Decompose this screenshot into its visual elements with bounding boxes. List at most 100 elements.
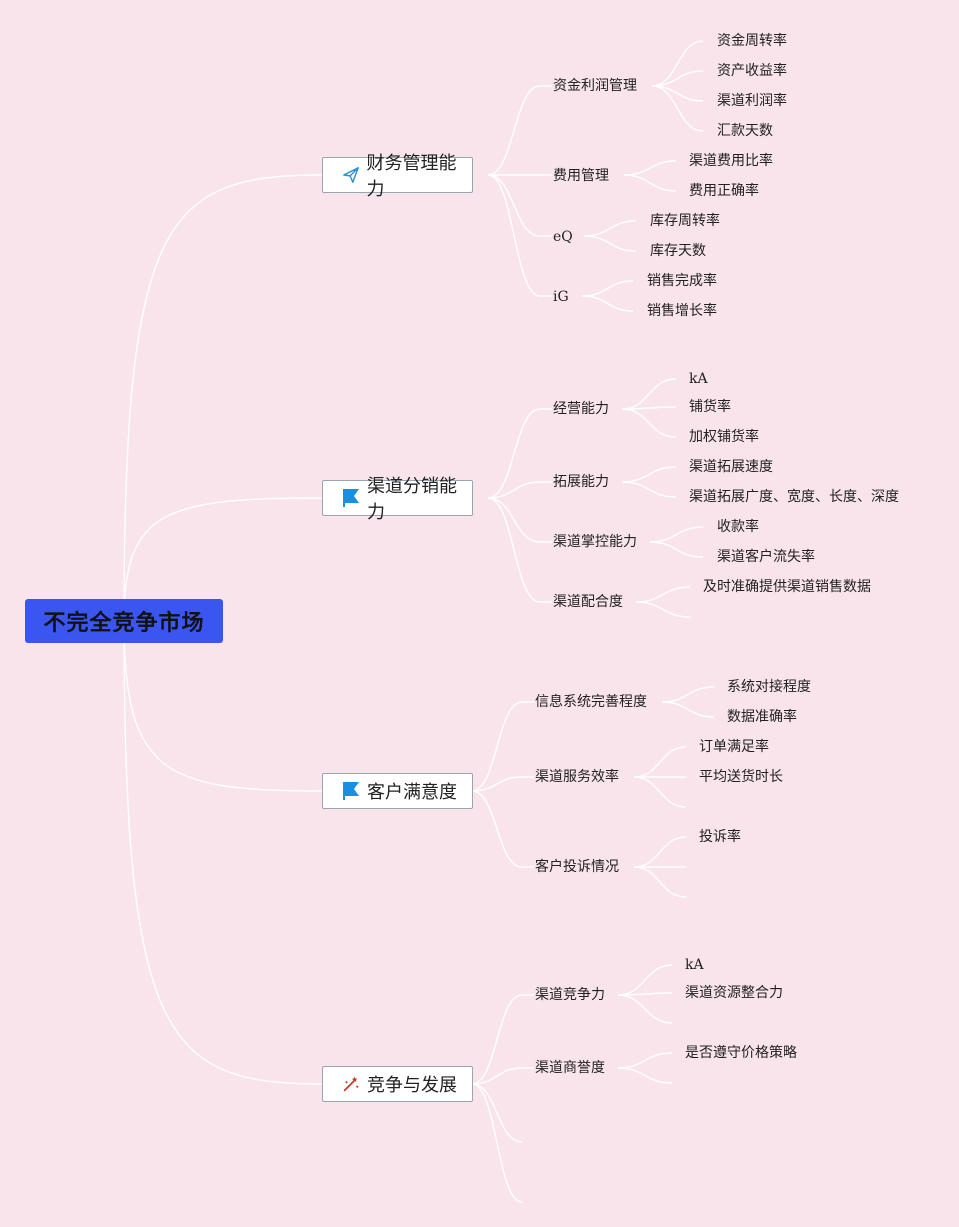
connector-line xyxy=(649,526,704,543)
connector-line xyxy=(633,746,687,778)
connector-line xyxy=(471,994,523,1085)
sub-node-label[interactable]: 客户投诉情况 xyxy=(535,859,619,875)
root-node-label: 不完全竞争市场 xyxy=(43,611,205,636)
connector-line xyxy=(661,686,715,703)
branch-label: 财务管理能力 xyxy=(366,153,457,200)
leaf-node-label[interactable]: 资金周转率 xyxy=(717,33,787,49)
leaf-node-label[interactable]: kA xyxy=(689,371,708,387)
leaf-node-label[interactable]: 是否遵守价格策略 xyxy=(685,1045,797,1061)
branch-label: 竞争与发展 xyxy=(367,1075,457,1096)
branch-node-finance[interactable]: 财务管理能力 xyxy=(322,153,473,200)
connector-line xyxy=(617,964,673,996)
branch-label: 客户满意度 xyxy=(367,782,457,803)
branch-label: 渠道分销能力 xyxy=(367,476,457,523)
connector-line xyxy=(471,1067,523,1085)
leaf-node-label[interactable]: 加权铺货率 xyxy=(689,429,759,445)
flag-icon xyxy=(341,781,361,801)
connector-line xyxy=(123,174,323,622)
connector-line xyxy=(487,408,541,499)
connector-line xyxy=(623,160,677,176)
sub-node-label[interactable]: eQ xyxy=(553,229,573,245)
connector-line xyxy=(617,994,673,1024)
connector-line xyxy=(633,776,687,808)
connector-line xyxy=(633,836,687,868)
branch-node-competition[interactable]: 竞争与发展 xyxy=(322,1066,473,1102)
connector-line xyxy=(621,466,677,483)
sub-node-label[interactable]: 信息系统完善程度 xyxy=(535,694,647,710)
connector-line xyxy=(487,174,541,237)
connector-line xyxy=(471,790,523,868)
leaf-node-label[interactable]: 库存天数 xyxy=(650,243,706,259)
sub-node-label[interactable]: 渠道服务效率 xyxy=(535,769,619,785)
leaf-node-label[interactable]: 费用正确率 xyxy=(689,183,759,199)
leaf-node-label[interactable]: 库存周转率 xyxy=(650,213,720,229)
connector-line xyxy=(621,378,677,410)
connector-line xyxy=(651,70,704,87)
connector-line xyxy=(581,295,634,312)
sub-node-label[interactable]: 经营能力 xyxy=(553,401,609,417)
connector-line xyxy=(633,866,687,898)
leaf-node-label[interactable]: 数据准确率 xyxy=(727,709,797,725)
connector-line xyxy=(661,701,715,718)
leaf-node-label[interactable]: 系统对接程度 xyxy=(727,679,811,695)
leaf-node-label[interactable]: 渠道资源整合力 xyxy=(685,985,783,1001)
connector-line xyxy=(123,497,323,622)
paper-plane-icon xyxy=(341,165,361,185)
connector-line xyxy=(617,1052,673,1069)
leaf-node-label[interactable]: 渠道拓展广度、宽度、长度、深度 xyxy=(689,489,899,505)
leaf-node-label[interactable]: 订单满足率 xyxy=(699,739,769,755)
connector-line xyxy=(471,701,523,792)
leaf-node-label[interactable]: 销售增长率 xyxy=(647,303,717,319)
sub-node-label[interactable]: 渠道掌控能力 xyxy=(553,534,637,550)
connector-line xyxy=(487,497,541,543)
leaf-node-label[interactable]: 及时准确提供渠道销售数据 xyxy=(703,579,871,595)
sub-node-label[interactable]: 渠道配合度 xyxy=(553,594,623,610)
sub-node-label[interactable]: 资金利润管理 xyxy=(553,78,637,94)
leaf-node-label[interactable]: 销售完成率 xyxy=(647,273,717,289)
connector-line xyxy=(487,481,541,499)
sub-node-label[interactable]: 渠道竞争力 xyxy=(535,987,605,1003)
leaf-node-label[interactable]: 资产收益率 xyxy=(717,63,787,79)
leaf-node-label[interactable]: 平均送货时长 xyxy=(699,769,783,785)
connector-line xyxy=(487,497,541,603)
sub-node-label[interactable]: 渠道商誉度 xyxy=(535,1060,605,1076)
leaf-node-label[interactable]: 汇款天数 xyxy=(717,123,773,139)
connector-line xyxy=(583,220,637,237)
magic-wand-icon xyxy=(341,1074,361,1094)
leaf-node-label[interactable]: 渠道拓展速度 xyxy=(689,459,773,475)
leaf-node-label[interactable]: 收款率 xyxy=(717,519,759,535)
connector-line xyxy=(649,541,704,558)
leaf-node-label[interactable]: kA xyxy=(685,957,704,973)
leaf-node-label[interactable]: 投诉率 xyxy=(699,829,741,845)
connector-line xyxy=(487,174,541,297)
root-node[interactable]: 不完全竞争市场 xyxy=(25,599,223,643)
leaf-node-label[interactable]: 渠道费用比率 xyxy=(689,153,773,169)
branch-node-distribution[interactable]: 渠道分销能力 xyxy=(322,476,473,523)
connector-line xyxy=(487,85,541,176)
connector-line xyxy=(123,620,323,1085)
sub-node-label[interactable]: 拓展能力 xyxy=(553,474,609,490)
connector-line xyxy=(583,235,637,252)
connector-line xyxy=(123,620,323,792)
connector-line xyxy=(621,408,677,438)
connector-line xyxy=(635,601,691,618)
connector-line xyxy=(617,1067,673,1084)
connector-line xyxy=(471,1083,523,1143)
leaf-node-label[interactable]: 渠道客户流失率 xyxy=(717,549,815,565)
connector-line xyxy=(471,1083,523,1203)
connector-line xyxy=(581,280,634,297)
connector-line xyxy=(651,40,704,87)
connector-line xyxy=(635,586,691,603)
flag-icon xyxy=(341,488,361,508)
connector-line xyxy=(621,481,677,498)
branch-node-satisfaction[interactable]: 客户满意度 xyxy=(322,773,473,809)
leaf-node-label[interactable]: 铺货率 xyxy=(689,399,731,415)
connector-line xyxy=(651,85,704,132)
sub-node-label[interactable]: iG xyxy=(553,289,569,305)
connector-line xyxy=(623,174,677,192)
sub-node-label[interactable]: 费用管理 xyxy=(553,168,609,184)
connector-line xyxy=(471,776,523,792)
leaf-node-label[interactable]: 渠道利润率 xyxy=(717,93,787,109)
